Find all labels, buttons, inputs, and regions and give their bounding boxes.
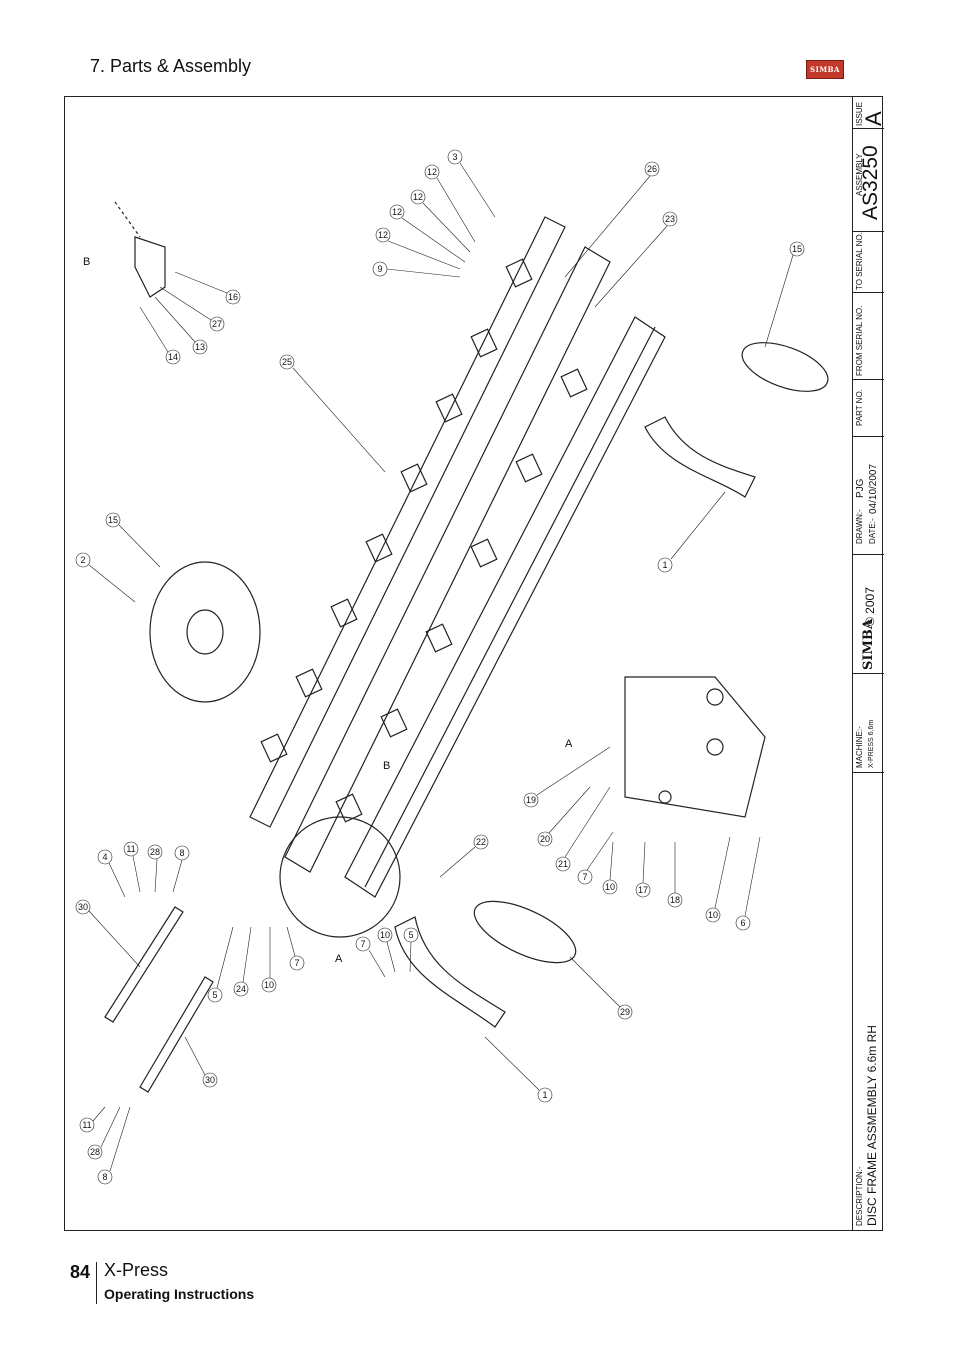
view-label-a: A bbox=[335, 953, 343, 965]
callout-5: 5 bbox=[212, 990, 217, 1000]
callout-4: 4 bbox=[102, 852, 107, 862]
callout-29: 29 bbox=[620, 1007, 630, 1017]
brand-logo: SIMBA bbox=[806, 60, 844, 79]
callout-12: 12 bbox=[427, 167, 437, 177]
page-number: 84 bbox=[70, 1262, 91, 1282]
callout-1: 1 bbox=[662, 560, 667, 570]
to-serial-label: TO SERIAL NO. bbox=[855, 232, 864, 290]
callout-23: 23 bbox=[665, 214, 675, 224]
detail-circle bbox=[279, 816, 401, 938]
callout-3: 3 bbox=[452, 152, 457, 162]
callout-10: 10 bbox=[380, 930, 390, 940]
issue-value: A bbox=[861, 111, 886, 126]
callout-30: 30 bbox=[205, 1075, 215, 1085]
from-serial-label: FROM SERIAL NO. bbox=[855, 305, 864, 376]
disc-arm-lower bbox=[394, 916, 506, 1028]
callout-26: 26 bbox=[647, 164, 657, 174]
callout-7: 7 bbox=[360, 939, 365, 949]
frame-beam-rear bbox=[249, 216, 566, 828]
machine-label: MACHINE:- bbox=[855, 726, 864, 768]
callout-2: 2 bbox=[80, 555, 85, 565]
callout-12: 12 bbox=[378, 230, 388, 240]
link-arm-upper bbox=[104, 906, 184, 1023]
frame-beam-tube bbox=[344, 316, 666, 898]
part-no-label: PART NO. bbox=[855, 389, 864, 426]
callout-30: 30 bbox=[78, 902, 88, 912]
callout-20: 20 bbox=[540, 834, 550, 844]
callout-6: 6 bbox=[740, 918, 745, 928]
disc-mount-brackets bbox=[260, 258, 588, 823]
description-value: DISC FRAME ASSMEMBLY 6.6m RH bbox=[865, 1025, 879, 1226]
callout-22: 22 bbox=[476, 837, 486, 847]
date-value: 04/10/2007 bbox=[868, 463, 879, 514]
callout-12: 12 bbox=[392, 207, 402, 217]
date-label: DATE:- bbox=[868, 518, 877, 544]
disc-lower bbox=[473, 900, 577, 964]
callout-19: 19 bbox=[526, 795, 536, 805]
callout-18: 18 bbox=[670, 895, 680, 905]
link-arm-lower bbox=[139, 976, 214, 1093]
drawn-value: PJG bbox=[855, 478, 866, 498]
section-title: 7. Parts & Assembly bbox=[90, 56, 252, 76]
exploded-assembly-drawing: 3 12 12 12 12 9 26 23 15 16 27 13 14 25 … bbox=[75, 149, 829, 1185]
callout-14: 14 bbox=[168, 352, 178, 362]
callout-21: 21 bbox=[558, 859, 568, 869]
callout-12: 12 bbox=[413, 192, 423, 202]
hitch-plate bbox=[624, 676, 766, 818]
product-name: X-Press bbox=[104, 1260, 169, 1280]
callout-8: 8 bbox=[102, 1172, 107, 1182]
callout-11: 11 bbox=[126, 844, 135, 854]
callout-15: 15 bbox=[108, 515, 118, 525]
assembly-value: AS3250 bbox=[859, 145, 882, 220]
view-label-b: B bbox=[383, 760, 390, 772]
callout-1: 1 bbox=[542, 1090, 547, 1100]
callout-16: 16 bbox=[228, 292, 238, 302]
footer-divider bbox=[96, 1262, 97, 1304]
callout-17: 17 bbox=[638, 885, 648, 895]
callout-15: 15 bbox=[792, 244, 802, 254]
view-label-b: B bbox=[83, 256, 90, 268]
machine-value: X-PRESS 6.6m bbox=[868, 719, 875, 768]
callout-10: 10 bbox=[264, 980, 274, 990]
disc-right bbox=[741, 342, 829, 392]
callout-28: 28 bbox=[150, 847, 160, 857]
drawn-label: DRAWN:- bbox=[855, 509, 864, 544]
view-label-a: A bbox=[565, 738, 573, 750]
simba-brand: SIMBA bbox=[861, 619, 876, 670]
drawing-frame bbox=[64, 96, 883, 1231]
frame-beam-front bbox=[284, 246, 611, 873]
callout-10: 10 bbox=[708, 910, 718, 920]
callout-7: 7 bbox=[294, 958, 299, 968]
manual-subtitle: Operating Instructions bbox=[104, 1286, 255, 1302]
bracket-detail-b bbox=[134, 236, 166, 298]
callout-7: 7 bbox=[582, 872, 587, 882]
callout-13: 13 bbox=[195, 342, 205, 352]
callout-9: 9 bbox=[377, 264, 382, 274]
callout-8: 8 bbox=[179, 848, 184, 858]
callout-11: 11 bbox=[82, 1120, 91, 1130]
callout-10: 10 bbox=[605, 882, 615, 892]
callout-25: 25 bbox=[282, 357, 292, 367]
callout-27: 27 bbox=[212, 319, 222, 329]
title-block: ISSUE A ASSEMBLY AS3250 TO SERIAL NO. FR… bbox=[852, 96, 886, 1231]
description-label: DESCRIPTION:- bbox=[855, 1166, 864, 1226]
disc-arm-right bbox=[644, 416, 756, 498]
callout-24: 24 bbox=[236, 984, 246, 994]
callout-28: 28 bbox=[90, 1147, 100, 1157]
callout-5: 5 bbox=[408, 930, 413, 940]
disc-left bbox=[149, 561, 261, 703]
